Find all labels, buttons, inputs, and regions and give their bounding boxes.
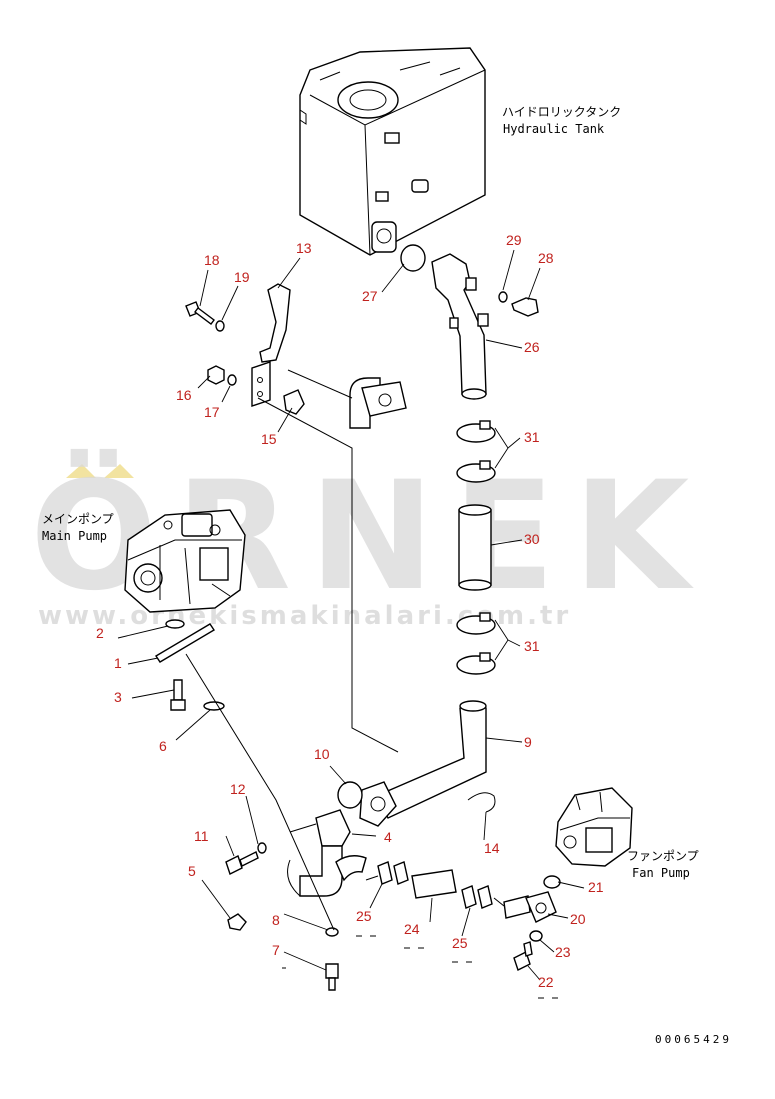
callout-31-upper: 31: [524, 429, 540, 445]
callout-7: 7: [272, 942, 280, 958]
bolt-11: [225, 851, 259, 875]
washer-29: [498, 291, 508, 303]
watermark-letters: ÖRNEK: [30, 448, 707, 624]
washer-19: [215, 320, 225, 332]
dash-marks: [282, 935, 558, 999]
bolt-22: [513, 941, 533, 971]
callout-25-right: 25: [452, 935, 468, 951]
tank-elbow: [349, 377, 407, 429]
assembly-lines: [185, 369, 505, 931]
callout-8: 8: [272, 912, 280, 928]
fan-pump-label-en: Fan Pump: [632, 866, 690, 880]
callout-2: 2: [96, 625, 104, 641]
pipe-26: [431, 253, 489, 400]
callouts: 18 19 13 16 17 15 27 29 28 26 31 30 31 9…: [96, 232, 604, 990]
hydraulic-tank-label-jp: ハイドロリックタンク: [502, 105, 621, 119]
clamps-31-lower: [456, 612, 496, 675]
callout-5: 5: [188, 863, 196, 879]
callout-14: 14: [484, 840, 500, 856]
callout-17: 17: [204, 404, 220, 420]
fan-pump-label-jp: ファンポンプ: [627, 849, 699, 863]
pipe-9: [359, 700, 487, 827]
callout-19: 19: [234, 269, 250, 285]
callout-11: 11: [194, 828, 209, 844]
fan-pump: [555, 787, 633, 867]
callout-23: 23: [555, 944, 571, 960]
callout-6: 6: [159, 738, 167, 754]
main-pump-label-jp: メインポンプ: [42, 512, 114, 526]
flange-4: [287, 809, 351, 897]
callout-4: 4: [384, 829, 392, 845]
washer-17: [227, 374, 237, 386]
callout-29: 29: [506, 232, 522, 248]
flange-20: [503, 891, 557, 923]
callout-1: 1: [114, 655, 122, 671]
bolt-18: [185, 301, 215, 325]
hose-30: [458, 504, 492, 591]
clamps-31-upper: [456, 420, 496, 483]
bolt-28: [511, 297, 539, 317]
callout-16: 16: [176, 387, 192, 403]
callout-12: 12: [230, 781, 246, 797]
gasket-1: [155, 623, 215, 663]
plug-5: [227, 913, 247, 931]
washer-12: [257, 842, 267, 854]
callout-20: 20: [570, 911, 586, 927]
callout-27: 27: [362, 288, 378, 304]
callout-24: 24: [404, 921, 420, 937]
callout-13: 13: [296, 240, 312, 256]
callout-30: 30: [524, 531, 540, 547]
washer-23: [529, 930, 543, 942]
leader-lines: [117, 249, 585, 981]
o-ring-6: [203, 701, 225, 711]
hydraulic-tank: [299, 47, 486, 256]
drawing-code: 00065429: [655, 1033, 732, 1046]
callout-25-left: 25: [356, 908, 372, 924]
hydraulic-tank-label-en: Hydraulic Tank: [503, 122, 605, 136]
callout-22: 22: [538, 974, 554, 990]
o-ring-10: [337, 781, 363, 809]
bolt-3: [170, 679, 186, 711]
o-ring-27: [400, 244, 426, 272]
nut-16: [207, 365, 225, 385]
main-pump-label-en: Main Pump: [42, 529, 107, 543]
washer-8: [325, 927, 339, 937]
callout-31-lower: 31: [524, 638, 540, 654]
clip-14: [467, 792, 496, 813]
bracket-13: [251, 283, 291, 407]
seal-2: [165, 619, 185, 629]
callout-18: 18: [204, 252, 220, 268]
callout-15: 15: [261, 431, 277, 447]
callout-10: 10: [314, 746, 330, 762]
clamps-25-left: [377, 861, 409, 885]
callout-28: 28: [538, 250, 554, 266]
plate-15: [283, 389, 305, 415]
callout-9: 9: [524, 734, 532, 750]
bolt-7: [325, 963, 339, 991]
clamps-25-right: [461, 885, 493, 909]
hose-24: [411, 869, 457, 899]
callout-21: 21: [588, 879, 604, 895]
callout-26: 26: [524, 339, 540, 355]
o-ring-21: [543, 875, 561, 889]
callout-3: 3: [114, 689, 122, 705]
watermark-accent-mark: [66, 464, 134, 478]
main-pump: [124, 509, 246, 613]
hose-elbow: [335, 855, 367, 882]
